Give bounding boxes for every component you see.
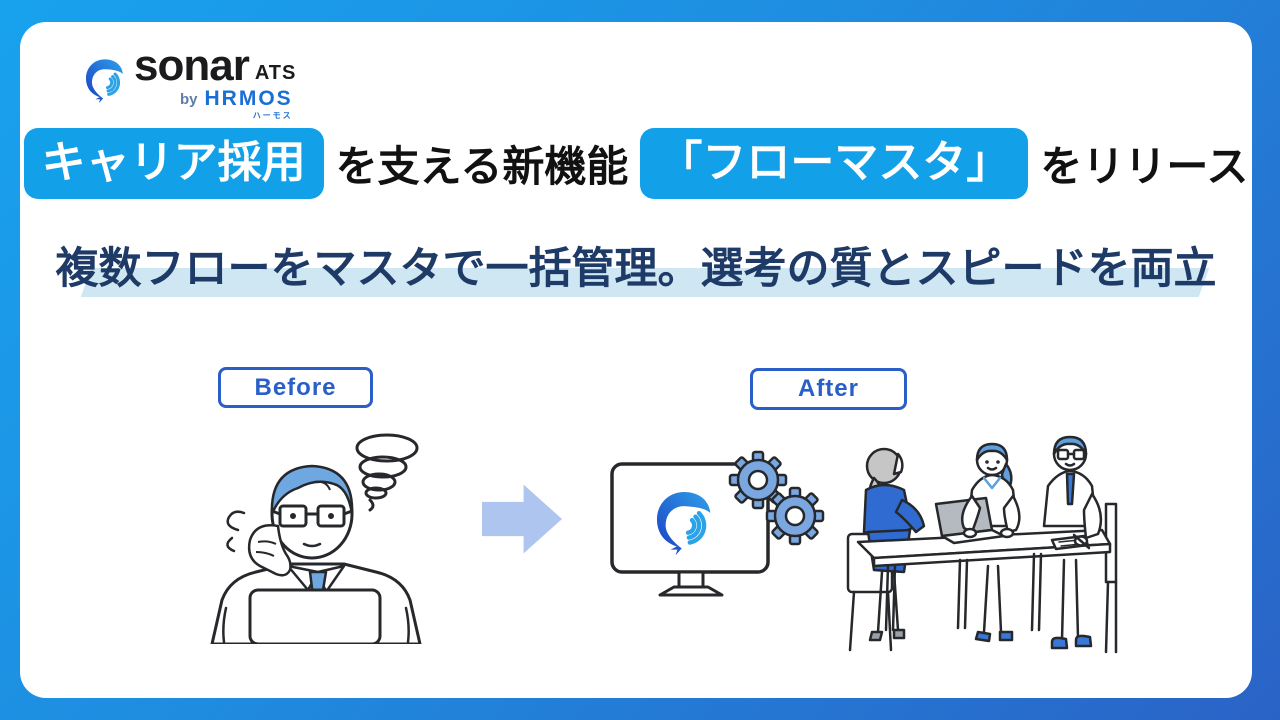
logo-brand-text: sonar: [134, 41, 250, 90]
logo: sonar ATS by HRMOS ハーモス: [82, 41, 297, 121]
shoe: [998, 630, 1014, 642]
shoe: [974, 630, 992, 643]
interview-scene-illustration: [846, 435, 1118, 654]
shoe: [1050, 636, 1069, 650]
before-label: Before: [218, 367, 373, 408]
tornado-scribble-icon: [355, 433, 419, 512]
logo-text: sonar ATS by HRMOS ハーモス: [134, 41, 297, 121]
shoe: [1074, 634, 1093, 648]
dolphin-sonar-logo-icon: [82, 56, 126, 105]
headline-end: をリリース: [1040, 142, 1249, 190]
headline-highlight-2: 「フローマスタ」: [640, 128, 1029, 199]
pen: [1072, 533, 1091, 550]
monitor-illustration: [610, 450, 825, 597]
laptop-icon: [248, 588, 382, 644]
logo-by-text: by: [180, 91, 198, 109]
tie: [1065, 472, 1076, 506]
logo-company-kana: ハーモス: [252, 111, 293, 121]
interviewer-hair: [975, 442, 1009, 462]
stressed-person-illustration: [210, 433, 422, 644]
glasses-icon: [1056, 448, 1086, 461]
after-label: After: [750, 368, 907, 410]
headline-middle: を支える新機能: [335, 142, 629, 190]
gear-icon: [728, 450, 788, 510]
glasses-icon: [271, 504, 353, 528]
logo-company-text: HRMOS: [204, 87, 293, 111]
logo-suffix-text: ATS: [254, 62, 297, 85]
interviewer-hair: [1052, 435, 1088, 456]
sigh-puff-icon: [226, 510, 246, 553]
subheadline: 複数フローをマスタで一括管理。選考の質とスピードを両立: [55, 245, 1217, 293]
headline-highlight-1: キャリア採用: [23, 128, 324, 199]
banner-card: sonar ATS by HRMOS ハーモス キャリア採用 を支える新機能 「…: [20, 22, 1252, 698]
headline: キャリア採用 を支える新機能 「フローマスタ」 をリリース: [20, 128, 1252, 199]
gear-icon: [765, 486, 825, 546]
arrow-right-icon: [482, 484, 562, 554]
hair: [270, 464, 354, 516]
